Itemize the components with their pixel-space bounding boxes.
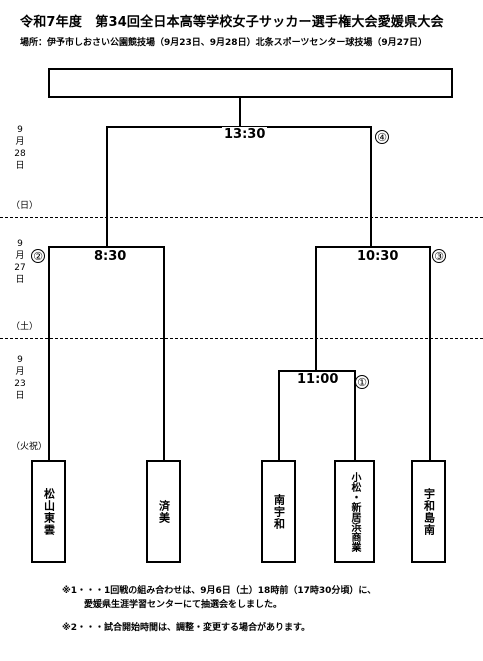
semi-left-leg-b (163, 246, 165, 460)
final-time: 13:30 (222, 127, 268, 142)
semi-day: （土） (11, 322, 39, 332)
team-box-komatsu-niihama-shogyo: 小松・新居浜商業 (334, 460, 375, 563)
semi-right-leg-a (315, 246, 317, 370)
final-right-leg (370, 126, 372, 246)
semi-right-leg-b (429, 246, 431, 460)
semi-left-bar (48, 246, 164, 248)
round1-match-number: ① (355, 375, 369, 389)
venue-info: 場所：伊予市しおさい公園競技場（9月23日、9月28日）北条スポーツセンター球技… (20, 38, 428, 48)
semi-left-leg-a (48, 246, 50, 460)
note-1-line-2: 愛媛県生涯学習センターにて抽選会をしました。 (84, 600, 283, 610)
round1-date: 9月23日 (14, 355, 26, 401)
final-date: 9月28日 (14, 125, 26, 171)
team-box-matsuyama-shinonome: 松山東雲 (31, 460, 66, 563)
day-separator-1 (0, 217, 483, 218)
final-left-leg (106, 126, 108, 246)
semi-right-time: 10:30 (355, 249, 401, 264)
day-separator-2 (0, 338, 483, 339)
final-bar (106, 126, 371, 128)
semi-right-bar (315, 246, 430, 248)
round1-day: （火祝） (11, 442, 48, 452)
round1-bar (278, 370, 355, 372)
team-box-saibi: 済美 (146, 460, 181, 563)
round1-leg-a (278, 370, 280, 460)
round1-time: 11:00 (295, 372, 341, 387)
semi-left-match-number: ② (31, 249, 45, 263)
page-title: 令和7年度 第34回全日本高等学校女子サッカー選手権大会愛媛県大会 (20, 15, 444, 30)
note-2: ※2・・・試合開始時間は、調整・変更する場合があります。 (62, 623, 311, 633)
semi-date: 9月27日 (14, 239, 26, 285)
semi-right-match-number: ③ (432, 249, 446, 263)
final-match-number: ④ (375, 130, 389, 144)
final-stem (239, 98, 241, 126)
team-box-minami-uwa: 南宇和 (261, 460, 296, 563)
note-1-line-1: ※1・・・1回戦の組み合わせは、9月6日（土）18時前（17時30分頃）に、 (62, 586, 377, 596)
team-box-uwajima-minami: 宇和島南 (411, 460, 446, 563)
round1-leg-b (354, 370, 356, 460)
final-day: （日） (11, 201, 39, 211)
champion-box (48, 68, 453, 98)
semi-left-time: 8:30 (92, 249, 129, 264)
